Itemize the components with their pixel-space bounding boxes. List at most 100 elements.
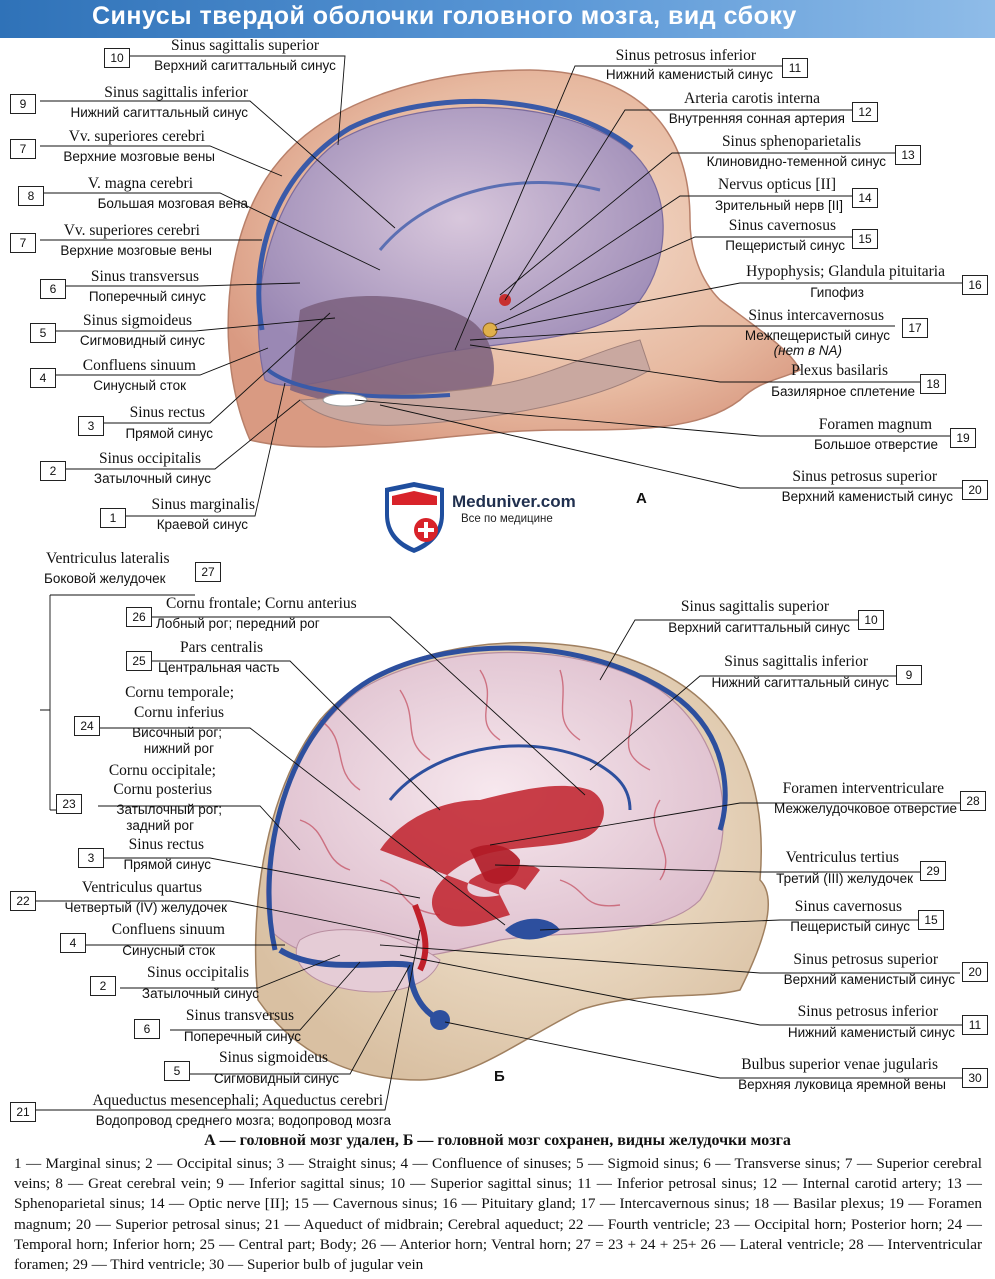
third-ventricle-b: [470, 844, 520, 884]
latin-label: Sinus sagittalis superior: [170, 37, 320, 54]
russian-label: Затылочный синус: [93, 471, 211, 486]
inferior-sagittal-sinus-b: [388, 744, 632, 811]
number-box: 30: [962, 1068, 988, 1088]
number-box: 10: [858, 610, 884, 630]
superior-sagittal-sinus-b: [266, 645, 728, 951]
number-box: 11: [962, 1015, 988, 1035]
russian-label: Межпещеристый синус: [744, 328, 890, 343]
latin-label: Arteria carotis interna: [684, 90, 820, 107]
number-box: 8: [18, 186, 44, 206]
number-box: 16: [962, 275, 988, 295]
latin-label: Sinus rectus: [128, 836, 204, 853]
russian-label: Внутренняя сонная артерия: [668, 111, 845, 126]
russian-label: Верхняя луковица яремной вены: [738, 1077, 946, 1092]
russian-label: Лобный рог; передний рог: [156, 616, 320, 631]
russian-label: Поперечный синус: [88, 289, 206, 304]
russian-label: Зрительный нерв [II]: [714, 198, 843, 213]
number-box: 14: [852, 188, 878, 208]
cavernous-sinus-b: [505, 918, 560, 940]
number-box: 10: [104, 48, 130, 68]
russian-label: Затылочный синус: [141, 986, 259, 1001]
number-box: 4: [30, 368, 56, 388]
russian-label: Верхний каменистый синус: [781, 489, 953, 504]
russian-label: Большое отверстие: [814, 437, 938, 452]
latin-label: Cornu temporale;: [125, 684, 234, 701]
hypophysis-a: [482, 322, 498, 338]
russian-label: Нижний каменистый синус: [605, 67, 773, 82]
russian-label: Синусный сток: [93, 378, 186, 393]
russian-label: Гипофиз: [810, 285, 864, 300]
number-box: 26: [126, 607, 152, 627]
russian-label: Пещеристый синус: [725, 238, 845, 253]
inferior-sagittal-sinus-a: [378, 181, 601, 251]
skull-b: [254, 641, 769, 1081]
logo-name[interactable]: Meduniver.com: [452, 492, 576, 511]
number-box: 18: [920, 374, 946, 394]
latin-label: Bulbus superior venae jugularis: [741, 1056, 938, 1073]
dura-tentorium: [290, 296, 494, 407]
latin-label: Cornu frontale; Cornu anterius: [166, 595, 357, 612]
russian-label: Центральная часть: [158, 660, 280, 675]
russian-label: Прямой синус: [123, 857, 211, 872]
russian-label: Поперечный синус: [183, 1029, 301, 1044]
figure-legend: 1 — Marginal sinus; 2 — Occipital sinus;…: [14, 1155, 982, 1274]
logo-tagline: Все по медицине: [461, 513, 553, 525]
latin-label: Confluens sinuum: [82, 357, 196, 374]
panel-b-label: Б: [494, 1068, 505, 1085]
latin-label: Sinus rectus: [129, 404, 205, 421]
russian-label: Верхние мозговые вены: [63, 149, 215, 164]
anatomy-illustration: [34, 55, 962, 1111]
russian-label: Большая мозговая вена: [97, 196, 248, 211]
latin-label: Sinus sphenoparietalis: [721, 133, 861, 150]
latin-label: Ventriculus lateralis: [46, 550, 170, 567]
latin-label: Ventriculus quartus: [81, 879, 202, 896]
russian-label: Нижний сагиттальный синус: [70, 105, 248, 120]
number-box: 6: [40, 279, 66, 299]
latin-label: Plexus basilaris: [791, 362, 888, 379]
latin-label: Sinus sigmoideus: [219, 1049, 328, 1066]
russian-label: Верхний сагиттальный синус: [154, 58, 336, 73]
page-title: Синусы твердой оболочки головного мозга,…: [92, 2, 797, 30]
number-box: 7: [10, 233, 36, 253]
number-box: 2: [40, 461, 66, 481]
latin-label: Pars centralis: [180, 639, 264, 656]
title-bar: Синусы твердой оболочки головного мозга,…: [0, 0, 995, 38]
russian-label: нижний рог: [143, 741, 214, 756]
number-box: 7: [10, 139, 36, 159]
russian-label: Клиновидно-теменной синус: [706, 154, 886, 169]
russian-label: Краевой синус: [156, 517, 248, 532]
number-box: 11: [782, 58, 808, 78]
skull-base-a: [298, 339, 651, 426]
latin-label: Nervus opticus [II]: [718, 176, 836, 193]
number-box: 15: [852, 229, 878, 249]
russian-label: Нижний сагиттальный синус: [711, 675, 889, 690]
latin-label: Vv. superiores cerebri: [63, 222, 200, 239]
russian-label: Верхние мозговые вены: [60, 243, 212, 258]
jugular-bulb-b: [430, 1010, 450, 1030]
number-box: 25: [126, 651, 152, 671]
russian-label: Пещеристый синус: [790, 919, 910, 934]
russian-label: Синусный сток: [122, 943, 215, 958]
latin-label: Foramen interventriculare: [782, 780, 944, 797]
number-box: 27: [195, 562, 221, 582]
number-box: 5: [164, 1061, 190, 1081]
number-box: 3: [78, 416, 104, 436]
latin-label: Sinus sagittalis inferior: [104, 84, 248, 101]
latin-label: Cornu inferius: [134, 704, 224, 721]
latin-label: Sinus petrosus superior: [792, 468, 937, 485]
russian-label: Сигмовидный синус: [79, 333, 205, 348]
transverse-sinus-b: [278, 947, 442, 1023]
russian-label: Верхний каменистый синус: [783, 972, 955, 987]
latin-label: Sinus petrosus superior: [793, 951, 938, 968]
latin-label: Ventriculus tertius: [785, 849, 899, 866]
number-box: 12: [852, 102, 878, 122]
number-box: 9: [896, 665, 922, 685]
latin-label: Aqueductus mesencephali; Aqueductus cere…: [92, 1092, 383, 1109]
leader-lines-a: [40, 55, 962, 517]
gyri-b: [299, 669, 667, 916]
russian-label: Четвертый (IV) желудочек: [64, 900, 227, 915]
russian-label: Межжелудочковое отверстие: [774, 801, 957, 816]
number-box: 1: [100, 508, 126, 528]
number-box: 23: [56, 794, 82, 814]
latin-label: Sinus occipitalis: [98, 450, 201, 467]
